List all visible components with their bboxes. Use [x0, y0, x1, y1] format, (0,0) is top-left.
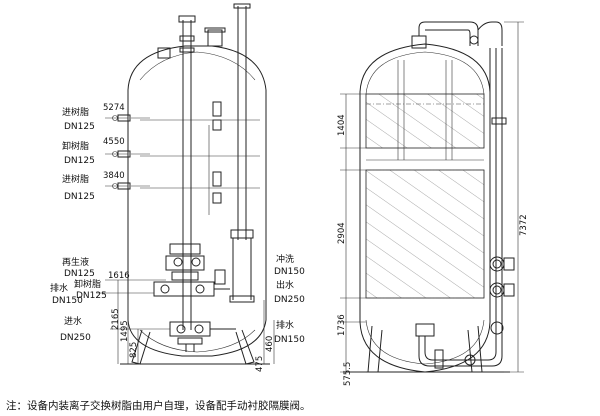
upper-resin-layer [365, 93, 485, 149]
dim-5274: 5274 [103, 103, 125, 113]
label-regen-size: DN125 [64, 269, 95, 279]
label-resin-out-size: DN125 [64, 156, 95, 166]
dim-2904: 2904 [337, 222, 347, 244]
main-resin-layer [365, 169, 485, 299]
left-vessel-shell [127, 45, 267, 357]
dim-475: 475 [255, 356, 265, 372]
label-outlet-size: DN250 [274, 295, 305, 305]
label-inlet: 进水 [64, 315, 82, 327]
label-resin-in-top-size: DN125 [64, 122, 95, 132]
label-resin-out: 卸树脂 [62, 140, 89, 152]
dim-575-5: 575.5 [343, 362, 353, 386]
label-backwash-size: DN150 [274, 267, 305, 277]
label-drain-right: 排水 [276, 319, 294, 331]
label-backwash: 冲洗 [276, 253, 294, 265]
label-drain-right-size: DN150 [274, 335, 305, 345]
right-vessel-shell [359, 43, 491, 373]
dim-1495: 1495 [120, 320, 130, 342]
footnote: 注：设备内装离子交换树脂由用户自理，设备配手动衬胶隔膜阀。 [6, 400, 311, 412]
label-regen: 再生液 [62, 256, 89, 268]
label-outlet: 出水 [276, 279, 294, 291]
dim-1736: 1736 [337, 314, 347, 336]
dim-1404: 1404 [337, 114, 347, 136]
label-resin-discharge-size: DN125 [76, 291, 107, 301]
dim-7372: 7372 [519, 214, 529, 236]
dim-1616: 1616 [108, 271, 130, 281]
left-vessel-view: 5274 4550 3840 1616 2165 1495 825 475 46… [50, 3, 305, 372]
label-drain-left: 排水 [50, 282, 68, 294]
label-resin-in-top: 进树脂 [62, 106, 89, 118]
label-resin-discharge: 卸树脂 [74, 278, 101, 290]
dim-4550: 4550 [103, 137, 125, 147]
dim-3840: 3840 [103, 171, 125, 181]
label-resin-in-bottom: 进树脂 [62, 173, 89, 185]
label-inlet-size: DN250 [60, 333, 91, 343]
dim-460: 460 [265, 336, 275, 352]
dim-2165: 2165 [111, 308, 121, 330]
dim-825: 825 [129, 342, 139, 358]
label-drain-left-size: DN150 [52, 296, 83, 306]
right-vessel-view: 1404 2904 1736 575.5 7372 [337, 21, 529, 386]
label-resin-in-bottom-size: DN125 [64, 192, 95, 202]
